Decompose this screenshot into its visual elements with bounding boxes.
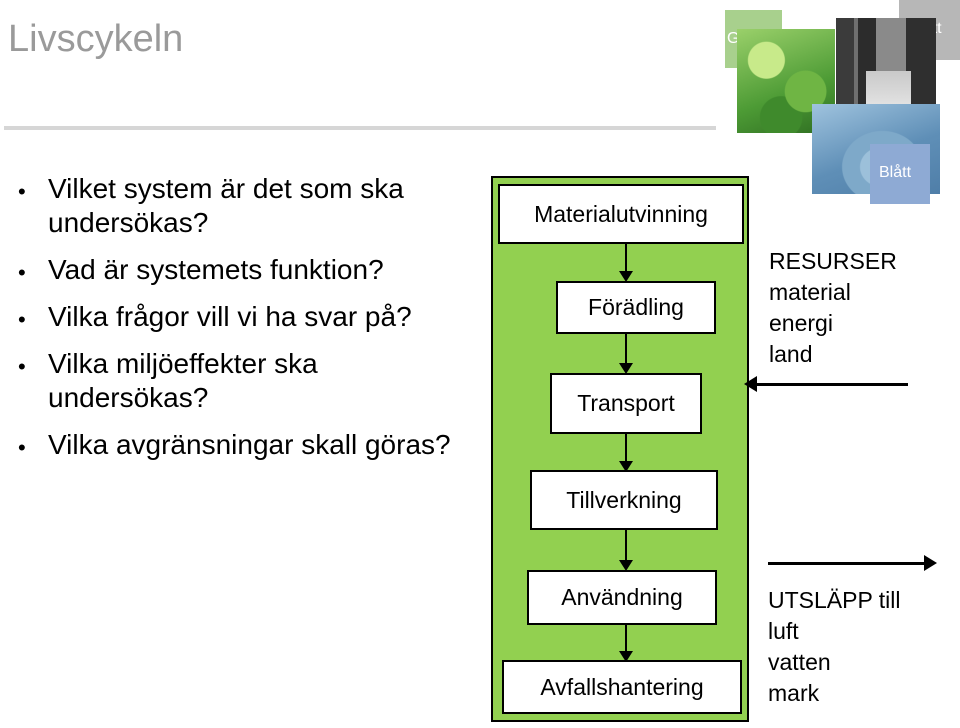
resource-input-arrow [756, 383, 908, 386]
flow-step-foradling: Förädling [556, 281, 716, 334]
bullet-icon: • [18, 307, 26, 332]
question-item: • Vilka avgränsningar skall göras? [14, 428, 484, 462]
blue-tile-label: Blått [879, 164, 912, 181]
emission-output-arrow [768, 562, 926, 565]
bullet-icon: • [18, 179, 26, 204]
emissions-label: UTSLÄPP till luft vatten mark [768, 585, 901, 709]
emissions-heading: UTSLÄPP till [768, 587, 901, 613]
down-arrow-icon [619, 334, 633, 374]
question-item: • Vilket system är det som ska undersökas… [14, 172, 484, 240]
flow-step-tillverkning: Tillverkning [530, 470, 718, 530]
flow-step-avfallshantering: Avfallshantering [502, 660, 742, 714]
lifecycle-flow-panel [491, 176, 749, 722]
resources-label: RESURSER material energi land [769, 246, 897, 370]
question-text: Vilka miljöeffekter ska undersökas? [48, 348, 318, 413]
right-arrowhead-icon [924, 555, 937, 571]
emission-item: luft [768, 618, 799, 644]
question-list: • Vilket system är det som ska undersökas… [14, 172, 484, 475]
emission-item: vatten [768, 649, 831, 675]
question-text: Vilket system är det som ska undersökas? [48, 173, 404, 238]
bullet-icon: • [18, 354, 26, 379]
down-arrow-icon [619, 625, 633, 662]
slide-title: Livscykeln [8, 18, 184, 60]
question-text: Vad är systemets funktion? [48, 254, 384, 285]
blue-tile: Blått [870, 144, 930, 204]
left-arrowhead-icon [744, 376, 757, 392]
flow-step-transport: Transport [550, 373, 702, 434]
question-item: • Vilka frågor vill vi ha svar på? [14, 300, 484, 334]
city-photo [836, 18, 936, 114]
emission-item: mark [768, 680, 820, 706]
resource-item: energi [769, 310, 833, 336]
question-item: • Vilka miljöeffekter ska undersökas? [14, 347, 484, 415]
down-arrow-icon [619, 244, 633, 282]
question-text: Vilka avgränsningar skall göras? [48, 429, 451, 460]
bullet-icon: • [18, 435, 26, 460]
down-arrow-icon [619, 530, 633, 571]
resources-heading: RESURSER [769, 248, 897, 274]
question-item: • Vad är systemets funktion? [14, 253, 484, 287]
resource-item: land [769, 341, 813, 367]
title-divider [4, 126, 716, 130]
bullet-icon: • [18, 260, 26, 285]
resource-item: material [769, 279, 851, 305]
flow-step-materialutvinning: Materialutvinning [498, 184, 744, 244]
question-text: Vilka frågor vill vi ha svar på? [48, 301, 412, 332]
down-arrow-icon [619, 434, 633, 472]
flow-step-anvandning: Användning [527, 570, 717, 625]
